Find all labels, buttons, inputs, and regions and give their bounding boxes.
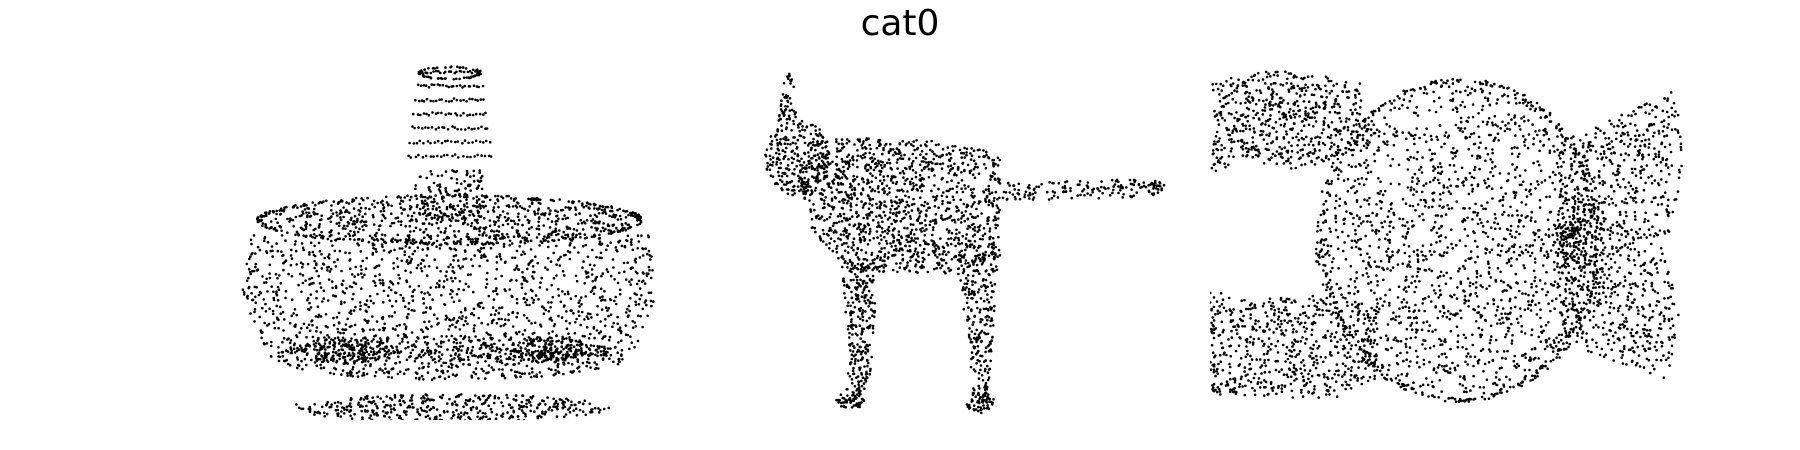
chair-point-cloud: [1210, 70, 1683, 404]
figure-title: cat0: [860, 3, 940, 44]
vase-point-cloud: [241, 65, 655, 420]
vase-point-cloud-panel: [190, 60, 710, 420]
cat-point-cloud-panel: [700, 60, 1220, 420]
chair-point-cloud-panel: [1210, 60, 1730, 420]
cat-point-cloud: [764, 72, 1166, 415]
